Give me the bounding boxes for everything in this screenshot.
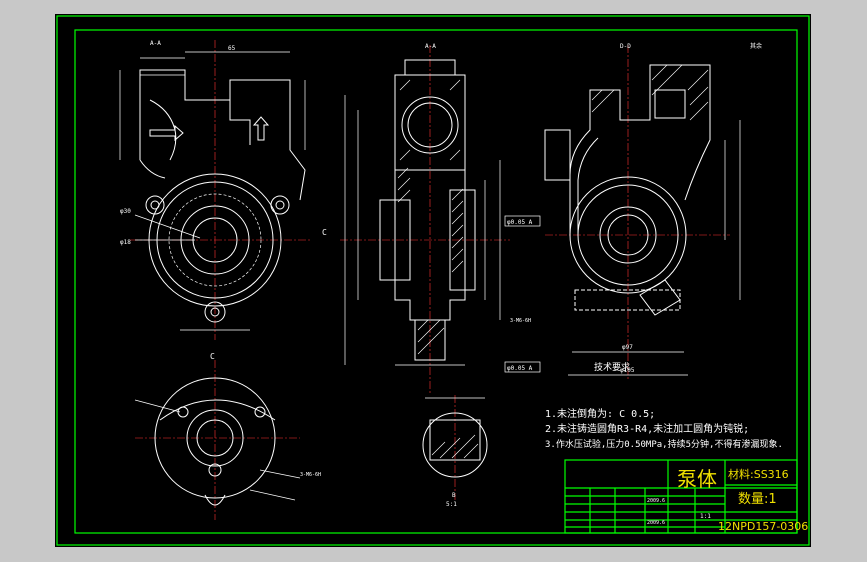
label-d30: φ30 bbox=[120, 208, 131, 215]
material: 材料:SS316 bbox=[728, 467, 789, 481]
label-section-d: D-D bbox=[620, 43, 631, 50]
quantity: 数量:1 bbox=[738, 492, 777, 507]
tech-req-3: 3.作水压试验,压力0.50MPa,持续5分钟,不得有渗漏现象. bbox=[545, 438, 783, 450]
date-1: 2009.6 bbox=[647, 498, 665, 504]
label-m5: 3-M6-6H bbox=[300, 472, 321, 478]
label-scale-b: 5:1 bbox=[446, 501, 457, 508]
outer-frame bbox=[56, 15, 810, 546]
label-3m6: 3-M6-6H bbox=[510, 318, 531, 324]
tech-req-2: 2.未注铸造圆角R3-R4,未注加工圆角为钝锐; bbox=[545, 422, 749, 435]
view-front: 65 A-A φ30 φ18 bbox=[119, 40, 310, 340]
label-d18: φ18 bbox=[120, 239, 131, 246]
label-tol-1: φ0.05 A bbox=[507, 219, 533, 226]
label-view-c2: C bbox=[210, 352, 215, 361]
tech-req-1: 1.未注倒角为: C 0.5; bbox=[545, 407, 655, 420]
view-section-dd: D-D φ97 φ105 其余 bbox=[544, 42, 762, 380]
label-tol-2: φ0.05 A bbox=[507, 365, 533, 372]
part-name: 泵体 bbox=[677, 467, 717, 491]
scale: 1:1 bbox=[700, 513, 711, 520]
label-view-c: C bbox=[322, 228, 327, 237]
inner-frame bbox=[74, 29, 798, 534]
view-c: C 3-M6-6H bbox=[134, 352, 321, 520]
label-d105: φ105 bbox=[620, 367, 635, 374]
view-b-detail: B 5:1 bbox=[422, 395, 488, 508]
label-65: 65 bbox=[228, 45, 236, 52]
label-d97: φ97 bbox=[622, 344, 633, 351]
label-section-a-left: A-A bbox=[150, 40, 161, 47]
technical-requirements: 技术要求 1.未注倒角为: C 0.5; 2.未注铸造圆角R3-R4,未注加工圆… bbox=[545, 361, 783, 450]
label-roughness: 其余 bbox=[750, 42, 762, 50]
label-section-a: A-A bbox=[425, 43, 436, 50]
title-block: 泵体 材料:SS316 数量:1 12NPD157-0306 1:1 2009.… bbox=[564, 459, 808, 534]
drawing-number: 12NPD157-0306 bbox=[718, 520, 808, 533]
date-2: 2009.6 bbox=[647, 520, 665, 526]
view-section-center: A-A φ0.05 A φ0.05 A 3-M6-6H C bbox=[322, 43, 541, 395]
tech-heading: 技术要求 bbox=[594, 361, 630, 373]
label-section-b: B bbox=[452, 492, 456, 499]
